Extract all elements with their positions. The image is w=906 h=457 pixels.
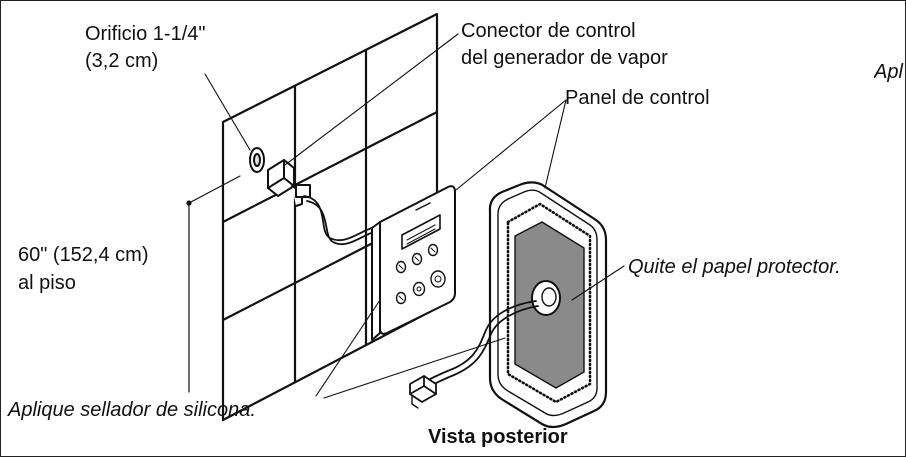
leader-lines xyxy=(204,33,625,399)
apply-sealant-label: Aplique sellador de silicona. xyxy=(8,399,256,421)
rear-cable-plug xyxy=(409,375,437,409)
rear-cable xyxy=(423,300,539,388)
cut-off-text: Apl xyxy=(874,61,903,83)
hole-label-line1: Orificio 1-1/4" xyxy=(85,23,206,45)
panel-cable xyxy=(303,195,381,245)
rear-view-label: Vista posterior xyxy=(428,426,568,448)
steam-connector xyxy=(267,159,311,207)
dimension-dot xyxy=(186,200,192,206)
height-label-line2: al piso xyxy=(18,272,76,294)
connector-label-line2: del generador de vapor xyxy=(461,47,668,69)
hole-label-line2: (3,2 cm) xyxy=(85,50,159,72)
rear-view-panel xyxy=(488,181,608,429)
control-panel-label: Panel de control xyxy=(565,87,710,109)
wall-hole xyxy=(249,147,265,173)
height-dimension-line xyxy=(188,175,241,393)
connector-label-line1: Conector de control xyxy=(461,20,636,42)
remove-paper-label: Quite el papel protector. xyxy=(628,256,841,278)
height-label-line1: 60" (152,4 cm) xyxy=(18,244,149,266)
